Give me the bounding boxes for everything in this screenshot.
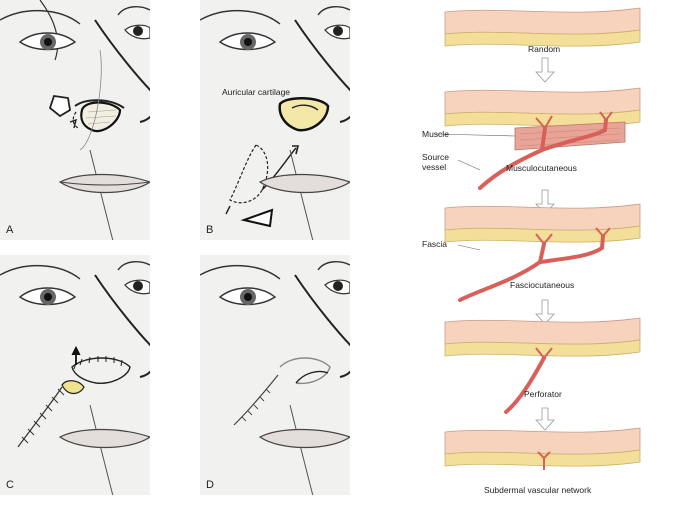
tissue-label-muscle: Muscle [422, 129, 449, 139]
face-illustration-b [200, 6, 350, 240]
down-arrow-icon [535, 407, 555, 431]
musculocutaneous-flap-block [435, 87, 641, 190]
step-label-random: Random [528, 44, 561, 54]
panel-letter: A [6, 224, 14, 236]
auricular-cartilage-label: Auricular cartilage [222, 87, 291, 97]
panel-a: A [0, 0, 150, 240]
random-flap-block [444, 7, 641, 47]
down-arrow-icon [535, 57, 555, 83]
tissue-label-source-vessel: Source vessel [422, 152, 449, 172]
panel-letter: D [206, 479, 214, 491]
tissue-label-fascia: Fascia [422, 239, 448, 249]
step-label-fasciocutaneous: Fasciocutaneous [510, 280, 575, 290]
face-illustration-c [0, 261, 150, 495]
flap-illustrations [435, 7, 641, 470]
panel-d: D [200, 255, 350, 495]
step-label-musculocutaneous: Musculocutaneous [506, 163, 577, 173]
fasciocutaneous-flap-block [444, 203, 641, 302]
face-illustration-d [200, 261, 350, 495]
step-label-subdermal: Subdermal vascular network [484, 485, 592, 495]
panel-letter: B [206, 224, 214, 236]
panel-letter: C [6, 479, 14, 491]
face-illustration-a [0, 0, 150, 240]
panel-c: C [0, 255, 150, 495]
step-label-perforator: Perforator [524, 389, 562, 399]
down-arrow-icon [535, 299, 555, 325]
subdermal-flap-block [444, 427, 641, 470]
perforator-flap-block [444, 317, 641, 414]
panel-b: Auricular cartilage B [200, 0, 350, 240]
flap-types-diagram: Random Musculocutaneous Fasciocutaneous … [420, 0, 700, 500]
